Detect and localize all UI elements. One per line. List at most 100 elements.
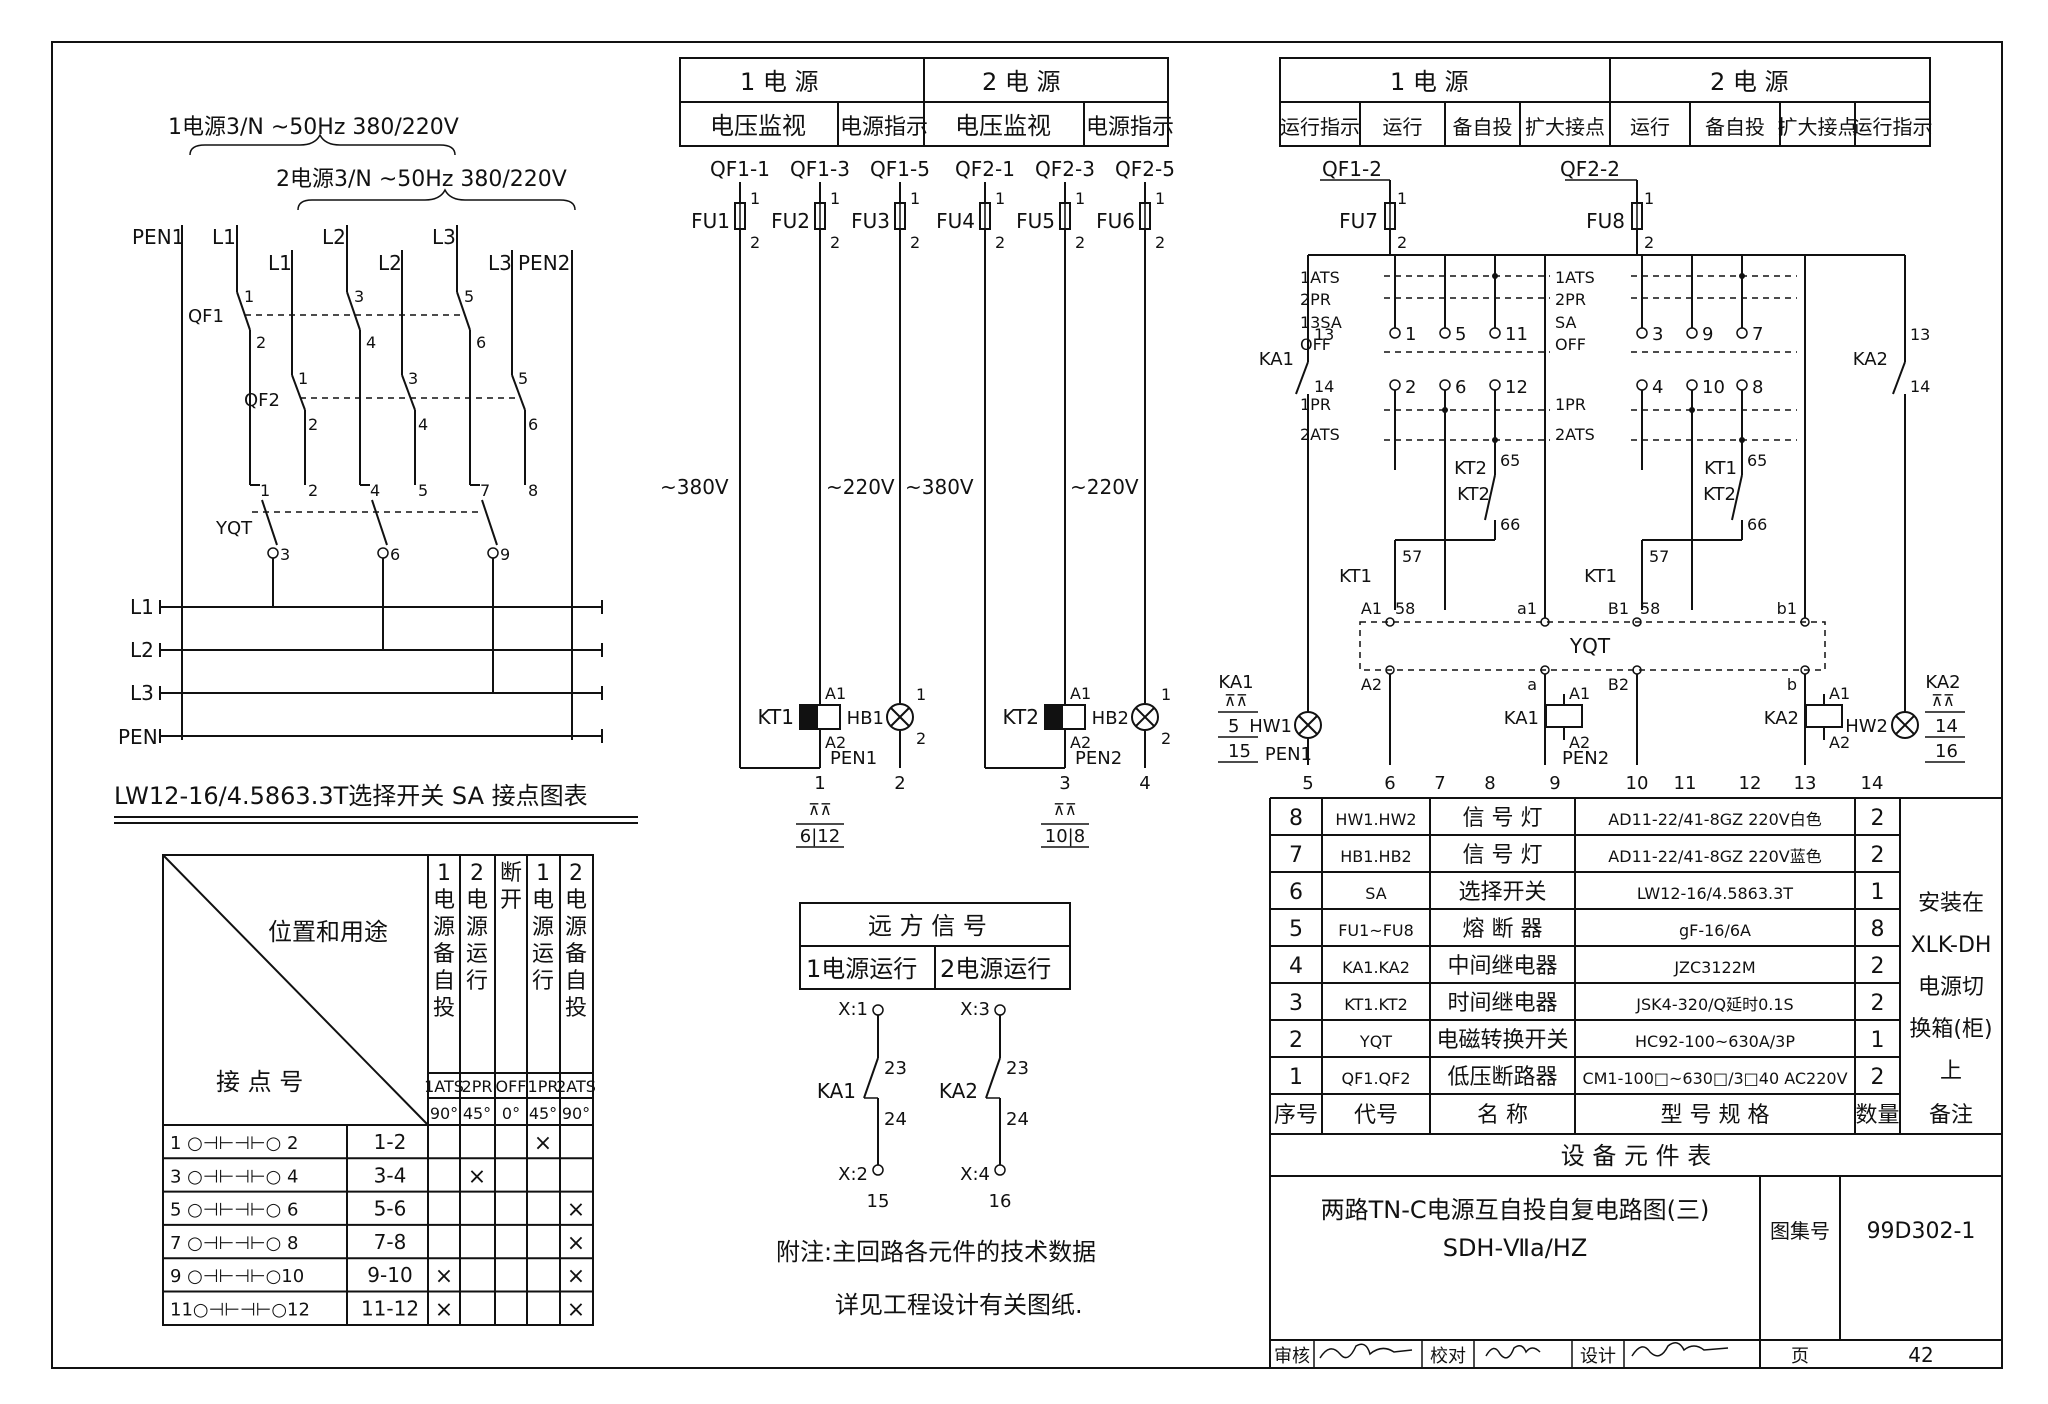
sa-contact-mark: × xyxy=(468,1164,486,1189)
relay-coil-label: KA1 xyxy=(1504,708,1539,729)
sa-position-name: 备 xyxy=(433,942,455,967)
row-code: FU1~FU8 xyxy=(1338,921,1414,940)
hdr-remark: 备注 xyxy=(1929,1103,1973,1128)
relay-label: KT1 xyxy=(1704,458,1737,479)
qf2-label: QF2 xyxy=(244,390,280,411)
node-number: 2 xyxy=(894,773,905,794)
remote-signal: 远 方 信 号 1电源运行 2电源运行 X:1X:2KA1232415X:3X:… xyxy=(799,902,1071,1212)
checker-signature xyxy=(1485,1345,1541,1359)
sa-position-angle: 0° xyxy=(502,1104,520,1123)
atlas-number: 99D302-1 xyxy=(1867,1219,1976,1244)
contact-ref-symbol: ⊼⊼ xyxy=(808,800,831,819)
sa-contact-symbol: 1 ○⊣⊢⊣⊢○ 2 xyxy=(170,1133,298,1154)
voltage-label: ~380V xyxy=(905,475,974,499)
supply-1-brace xyxy=(189,133,456,156)
row-name: 熔 断 器 xyxy=(1463,917,1543,942)
pin-a2: A2 xyxy=(825,733,846,752)
row-name: 选择开关 xyxy=(1458,880,1546,905)
sa-contact: 6 xyxy=(1455,377,1466,398)
contact-number: 57 xyxy=(1649,547,1669,566)
l2-label-b: L2 xyxy=(378,251,402,275)
yqt-pin: a1 xyxy=(1517,599,1537,618)
fuse-label: FU3 xyxy=(851,209,890,233)
sa-position-name: 运 xyxy=(532,942,554,967)
monitor-hdr-1: 1 电 源 xyxy=(740,68,819,96)
control-hdr-2: 2 电 源 xyxy=(1710,68,1789,96)
sa-label: 2PR xyxy=(1300,290,1331,309)
fuse-label: FU8 xyxy=(1586,209,1625,233)
relay-ref-label: KA1 xyxy=(1218,672,1253,693)
sa-contact-number: 5-6 xyxy=(374,1197,407,1221)
contact-number: 13 xyxy=(1314,325,1334,344)
sa-contact: 7 xyxy=(1752,324,1763,345)
yqt-pin: a xyxy=(1527,675,1537,694)
yqt-box xyxy=(1359,621,1826,671)
fuse-pin: 1 xyxy=(830,189,840,208)
lamp-pin: 1 xyxy=(1161,685,1171,704)
row-qty: 2 xyxy=(1871,954,1885,979)
hdr-name: 名 称 xyxy=(1477,1103,1528,1128)
pin-a2: A2 xyxy=(1070,733,1091,752)
l1-label-b: L1 xyxy=(268,251,292,275)
qf-label: QF2-2 xyxy=(1560,157,1620,181)
fuse-pin: 1 xyxy=(1397,189,1407,208)
sa-position-name: 备 xyxy=(565,942,587,967)
qf2-pin: 1 xyxy=(298,369,308,388)
fuse-label: FU6 xyxy=(1096,209,1135,233)
row-code: YQT xyxy=(1359,1032,1392,1051)
sa-position-name: 投 xyxy=(433,996,455,1021)
lamp-label: HB2 xyxy=(1092,708,1129,729)
sa-contact-mark: × xyxy=(567,1231,585,1256)
sa-corner-bottom: 接 点 号 xyxy=(216,1068,303,1096)
fuse-pin: 1 xyxy=(910,189,920,208)
sa-label: 1PR xyxy=(1555,395,1586,414)
relay-ref-label: KA2 xyxy=(1925,672,1960,693)
sa-position-code: OFF xyxy=(496,1077,527,1096)
row-no: 3 xyxy=(1289,991,1303,1016)
pin-a1: A1 xyxy=(825,684,846,703)
qf-label: QF1-2 xyxy=(1322,157,1382,181)
lamp-pin: 2 xyxy=(916,729,926,748)
row-code: KA1.KA2 xyxy=(1342,958,1410,977)
qf-tap-label: QF1-5 xyxy=(870,157,930,181)
sa-contact: 8 xyxy=(1752,377,1763,398)
hb1-lamp xyxy=(886,703,914,731)
hb2-lamp xyxy=(1131,703,1159,731)
node-number: 14 xyxy=(1861,773,1884,794)
pin-a1: A1 xyxy=(1569,684,1590,703)
yqt-pin: 5 xyxy=(418,481,428,500)
sa-label: 1ATS xyxy=(1555,268,1595,287)
sa-label: SA xyxy=(1555,313,1576,332)
sa-position-name: 电 xyxy=(433,888,455,913)
qf1-pin: 4 xyxy=(366,333,376,352)
pen-label: PEN2 xyxy=(1075,748,1122,769)
sa-contact-mark: × xyxy=(435,1264,453,1289)
control-subheader: 扩大接点 xyxy=(1778,115,1858,139)
check-label: 校对 xyxy=(1430,1346,1466,1367)
fuse-pin: 2 xyxy=(995,233,1005,252)
remote-title: 远 方 信 号 xyxy=(868,912,987,940)
relay-label: KT2 xyxy=(1454,458,1487,479)
note-line-2: 详见工程设计有关图纸. xyxy=(835,1291,1083,1319)
lamp-label: HW2 xyxy=(1845,716,1888,737)
pen-label: PEN2 xyxy=(1562,748,1609,769)
sa-contact-number: 9-10 xyxy=(367,1263,412,1287)
control-subheader: 运行 xyxy=(1383,115,1423,139)
supply-1-label: 1电源3/N ~50Hz 380/220V xyxy=(168,115,459,140)
monitor-hdr-2: 2 电 源 xyxy=(982,68,1061,96)
yqt-label: YQT xyxy=(1569,634,1611,658)
yqt-pin: 2 xyxy=(308,481,318,500)
contact-number: 14 xyxy=(1910,377,1930,396)
sa-position-name: 电 xyxy=(466,888,488,913)
terminal-label: X:3 xyxy=(960,999,990,1020)
fuse-pin: 1 xyxy=(1075,189,1085,208)
l3-label-b: L3 xyxy=(488,251,512,275)
sa-position-name: 行 xyxy=(532,969,554,994)
yqt-pin: b1 xyxy=(1777,599,1797,618)
row-qty: 8 xyxy=(1871,917,1885,942)
contact-number: 66 xyxy=(1500,515,1520,534)
row-spec: AD11-22/41-8GZ 220V白色 xyxy=(1608,810,1821,829)
fuse-pin: 2 xyxy=(1075,233,1085,252)
row-spec: AD11-22/41-8GZ 220V蓝色 xyxy=(1608,847,1821,866)
